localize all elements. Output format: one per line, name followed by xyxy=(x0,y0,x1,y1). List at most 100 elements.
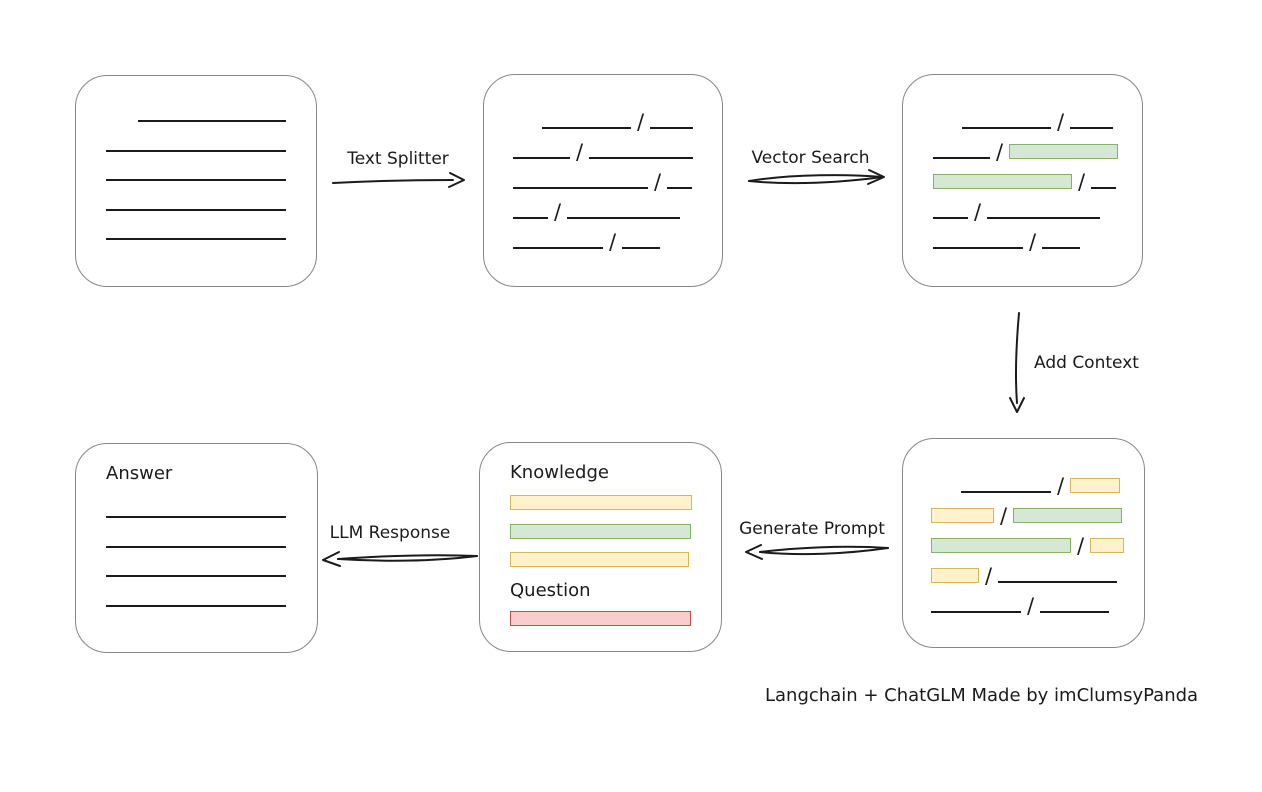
text-line xyxy=(933,247,1023,249)
context-chunks-rows: / / / / / xyxy=(903,439,1144,617)
slash-separator: / xyxy=(637,110,645,134)
document-lines xyxy=(76,76,316,240)
llm-response-arrow xyxy=(322,551,478,567)
slash-separator: / xyxy=(974,200,982,224)
document-box xyxy=(75,75,317,287)
text-line xyxy=(567,217,681,219)
slash-separator: / xyxy=(654,170,662,194)
question-heading: Question xyxy=(510,579,591,601)
vector-search-label: Vector Search xyxy=(751,148,870,168)
slash-separator: / xyxy=(1078,170,1086,194)
slash-separator: / xyxy=(1000,504,1008,528)
slash-separator: / xyxy=(996,140,1004,164)
chunk-row: / xyxy=(931,493,1144,527)
text-line xyxy=(106,516,286,518)
text-line xyxy=(998,581,1118,583)
yellow-highlight-rect xyxy=(931,508,994,523)
text-line xyxy=(1040,611,1110,613)
text-line xyxy=(106,604,286,607)
text-splitter-arrow xyxy=(332,172,465,188)
text-line xyxy=(1070,127,1114,129)
green-highlight-rect xyxy=(1013,508,1123,523)
knowledge-bars xyxy=(510,495,721,567)
chunk-row: / xyxy=(931,553,1144,587)
text-line xyxy=(1091,187,1117,189)
add-context-label: Add Context xyxy=(1034,353,1139,373)
text-line xyxy=(961,491,1051,493)
chunk-row: / xyxy=(933,159,1142,193)
answer-box-content: Answer xyxy=(76,444,317,607)
text-line xyxy=(622,247,661,249)
question-bars xyxy=(510,610,721,626)
answer-lines xyxy=(106,484,317,607)
text-line xyxy=(138,120,286,122)
slash-separator: / xyxy=(1029,230,1037,254)
prompt-box: Knowledge Question xyxy=(479,442,722,652)
text-line xyxy=(106,238,286,240)
slash-separator: / xyxy=(576,140,584,164)
chunk-row: / xyxy=(933,189,1142,223)
text-line xyxy=(933,157,990,159)
green-bar xyxy=(510,523,691,539)
chunk-row: / xyxy=(513,219,722,253)
vector-search-arrow xyxy=(748,169,885,185)
yellow-highlight-rect xyxy=(1090,538,1125,553)
green-highlight-rect xyxy=(931,538,1071,553)
text-line xyxy=(650,127,694,129)
text-line xyxy=(106,149,286,152)
chunk-row: / xyxy=(513,129,722,163)
text-line xyxy=(933,217,968,219)
text-line xyxy=(542,127,631,129)
prompt-box-content: Knowledge Question xyxy=(480,443,721,626)
add-context-arrow xyxy=(1009,312,1025,413)
answer-box: Answer xyxy=(75,443,318,653)
chunk-row: / xyxy=(513,159,722,193)
chunk-row: / xyxy=(513,99,722,133)
chunk-row: / xyxy=(933,129,1142,163)
text-splitter-label: Text Splitter xyxy=(347,149,449,169)
split-chunks-rows: / / / / / xyxy=(484,75,722,253)
vector-search-results-rows: / / / / / xyxy=(903,75,1142,253)
slash-separator: / xyxy=(985,564,993,588)
vector-search-results-box: / / / / / xyxy=(902,74,1143,287)
slash-separator: / xyxy=(1057,110,1065,134)
red-bar xyxy=(510,610,691,626)
chunk-row: / xyxy=(933,99,1142,133)
text-line xyxy=(667,187,693,189)
text-line xyxy=(106,179,286,181)
text-line xyxy=(513,217,548,219)
chunk-row: / xyxy=(931,523,1144,557)
text-line xyxy=(987,217,1101,219)
knowledge-heading: Knowledge xyxy=(510,462,609,483)
slash-separator: / xyxy=(609,230,617,254)
text-line xyxy=(962,127,1051,129)
text-line xyxy=(106,575,286,577)
yellow-highlight-rect xyxy=(931,568,979,583)
chunk-row: / xyxy=(931,583,1144,617)
green-highlight-rect xyxy=(933,174,1072,189)
slash-separator: / xyxy=(1077,534,1085,558)
chunk-row: / xyxy=(933,219,1142,253)
chunk-row: / xyxy=(931,463,1144,497)
answer-heading: Answer xyxy=(106,463,173,484)
slash-separator: / xyxy=(554,200,562,224)
text-line xyxy=(931,611,1021,613)
slash-separator: / xyxy=(1027,594,1035,618)
text-line xyxy=(106,545,286,548)
split-chunks-box: / / / / / xyxy=(483,74,723,287)
text-line xyxy=(1042,247,1081,249)
text-line xyxy=(513,247,603,249)
text-line xyxy=(589,157,694,159)
yellow-bar xyxy=(510,552,689,567)
chunk-row: / xyxy=(513,189,722,223)
credit-caption: Langchain + ChatGLM Made by imClumsyPand… xyxy=(765,685,1199,706)
text-line xyxy=(513,157,570,159)
yellow-highlight-rect xyxy=(1070,478,1121,493)
text-line xyxy=(513,187,648,189)
text-line xyxy=(106,208,286,211)
context-chunks-box: / / / / / xyxy=(902,438,1145,648)
yellow-bar xyxy=(510,495,692,510)
llm-response-label: LLM Response xyxy=(329,523,451,543)
slash-separator: / xyxy=(1057,474,1065,498)
